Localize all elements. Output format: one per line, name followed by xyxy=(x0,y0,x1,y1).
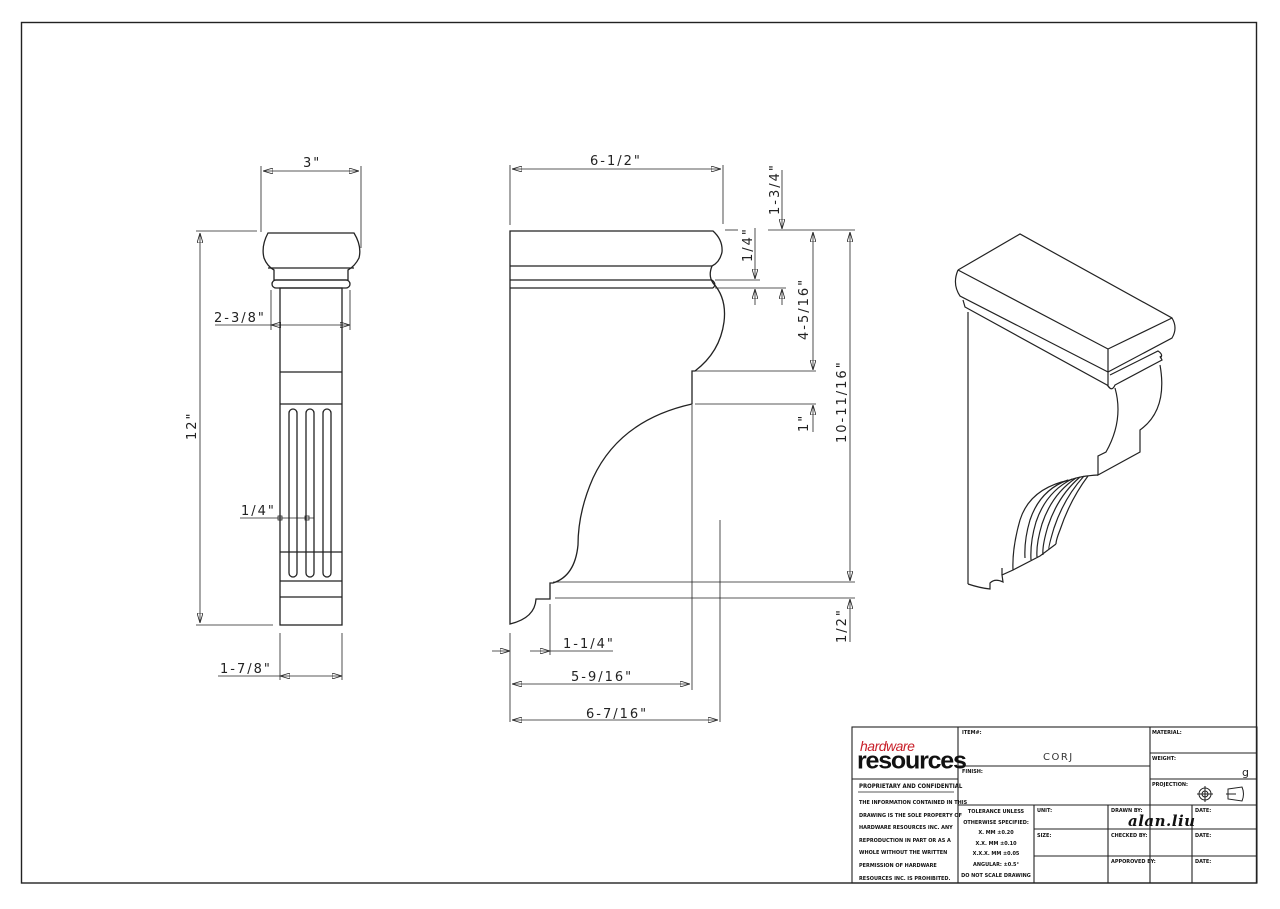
drawn-date-label: DATE: xyxy=(1195,808,1212,814)
unit-label: UNIT: xyxy=(1037,808,1053,814)
logo-resources: resources xyxy=(857,747,967,775)
tolerance-line: DO NOT SCALE DRAWING xyxy=(961,872,1031,879)
proprietary-line: DRAWING IS THE SOLE PROPERTY OF xyxy=(859,812,962,819)
proprietary-line: PERMISSION OF HARDWARE xyxy=(859,862,937,869)
tolerance-line: X.X. MM ±0.10 xyxy=(975,840,1017,847)
sheet-border xyxy=(20,21,1258,884)
proprietary-heading: PROPRIETARY AND CONFIDENTIAL xyxy=(859,783,963,790)
dim-top-width: 3" xyxy=(303,156,321,171)
projection-label: PROJECTION: xyxy=(1152,782,1189,788)
approved-date-label: DATE: xyxy=(1195,859,1212,865)
dim-bottom-step: 1/2" xyxy=(835,608,850,643)
tolerance-line: X.X.X. MM ±0.05 xyxy=(972,851,1020,858)
tolerance-line: OTHERWISE SPECIFIED: xyxy=(963,819,1029,826)
finish-label: FINISH: xyxy=(962,769,983,775)
dim-neck-width: 2-3/8" xyxy=(214,311,266,326)
proprietary-notice: THE INFORMATION CONTAINED IN THIS DRAWIN… xyxy=(859,797,967,885)
side-view-dimensions xyxy=(196,166,362,680)
dim-bottom-offset: 1-1/4" xyxy=(563,637,615,652)
proprietary-line: HARDWARE RESOURCES INC. ANY xyxy=(859,825,953,832)
dim-overall-depth: 6-7/16" xyxy=(586,707,648,722)
proprietary-line: REPRODUCTION IN PART OR AS A xyxy=(859,837,951,844)
dim-bead: 1/4" xyxy=(741,227,756,262)
checked-by-label: CHECKED BY: xyxy=(1111,833,1148,839)
tolerance-line: X. MM ±0.20 xyxy=(978,830,1014,837)
dim-upper-curve: 4-5/16" xyxy=(797,278,812,340)
first-angle-projection-icon xyxy=(1197,786,1213,802)
dim-top-depth: 6-1/2" xyxy=(590,154,642,169)
side-view-labels: 3" 2-3/8" 12" 1/4" 1-7/8" xyxy=(185,156,321,677)
dim-step: 1" xyxy=(797,414,812,432)
dim-height: 12" xyxy=(185,411,200,440)
proprietary-line: RESOURCES INC. IS PROHIBITED. xyxy=(859,875,951,882)
material-label: MATERIAL: xyxy=(1152,730,1182,736)
tolerance-block: TOLERANCE UNLESS OTHERWISE SPECIFIED: X.… xyxy=(960,807,1032,881)
front-view-dimensions xyxy=(492,165,855,722)
drawn-by-label: DRAWN BY: xyxy=(1111,808,1143,814)
weight-label: WEIGHT: xyxy=(1152,756,1176,762)
isometric-view xyxy=(954,233,1176,590)
side-view xyxy=(262,232,361,626)
dim-top-cap: 1-3/4" xyxy=(768,163,783,215)
checked-date-label: DATE: xyxy=(1195,833,1212,839)
drawn-by-signature: alan.liu xyxy=(1128,812,1196,830)
title-block-grid xyxy=(851,726,1258,884)
weight-value: g xyxy=(1242,766,1249,779)
item-label: ITEM#: xyxy=(962,730,982,736)
logo-hardware: hardware xyxy=(860,738,915,754)
dim-step-depth: 5-9/16" xyxy=(571,670,633,685)
proprietary-line: THE INFORMATION CONTAINED IN THIS xyxy=(859,800,968,806)
item-value: CORJ xyxy=(1043,752,1074,763)
approved-by-label: APPOROVED BY: xyxy=(1111,859,1156,865)
dim-flute-spacing: 1/4" xyxy=(241,504,276,519)
proprietary-line: WHOLE WITHOUT THE WRITTEN xyxy=(859,850,948,857)
projection-cone-icon xyxy=(1226,786,1244,802)
front-view-labels: 6-1/2" 1-3/4" 1/4" 4-5/16" 1" 10-11/16" … xyxy=(563,154,850,722)
size-label: SIZE: xyxy=(1037,833,1052,839)
tolerance-line: TOLERANCE UNLESS xyxy=(967,809,1025,815)
dim-body-height: 10-11/16" xyxy=(835,360,850,443)
dim-base-width: 1-7/8" xyxy=(220,662,272,677)
tolerance-line: ANGULAR: ±0.5° xyxy=(973,861,1019,868)
